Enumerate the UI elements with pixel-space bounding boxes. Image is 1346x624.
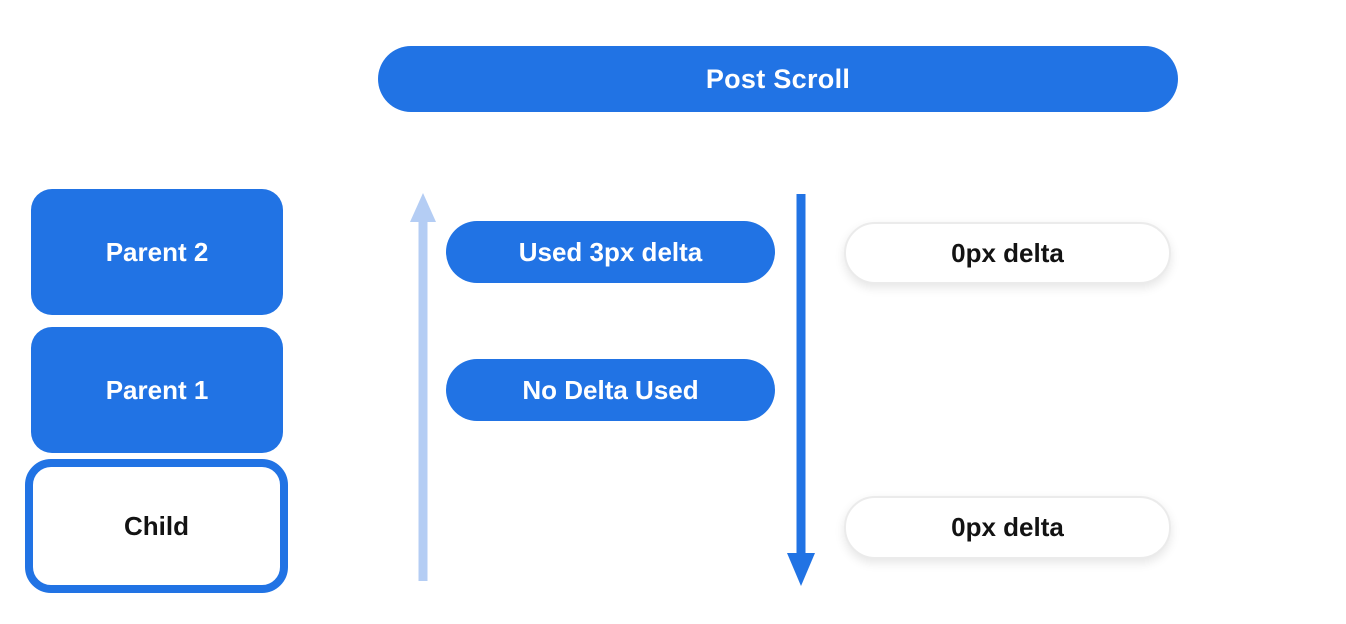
no-delta-used-label: No Delta Used — [522, 374, 699, 405]
up-arrow-shaft — [418, 220, 428, 581]
up-arrow-icon — [410, 193, 436, 581]
post-scroll-header-pill: Post Scroll — [378, 46, 1178, 112]
used-3px-delta-pill: Used 3px delta — [446, 221, 775, 283]
zero-delta-top-pill: 0px delta — [844, 222, 1171, 284]
down-arrow-shaft — [796, 194, 806, 557]
zero-delta-bottom-label: 0px delta — [951, 512, 1064, 542]
parent2-box: Parent 2 — [31, 189, 283, 315]
post-scroll-header-label: Post Scroll — [705, 63, 851, 94]
used-3px-delta-label: Used 3px delta — [518, 236, 703, 267]
child-box: Child — [25, 459, 288, 593]
down-arrow-head — [787, 553, 815, 586]
down-arrow-icon — [787, 194, 815, 586]
parent2-label: Parent 2 — [105, 236, 209, 267]
parent1-label: Parent 1 — [105, 374, 209, 405]
zero-delta-top-label: 0px delta — [951, 237, 1064, 268]
parent1-box: Parent 1 — [31, 327, 283, 453]
child-label: Child — [124, 510, 189, 541]
up-arrow-head — [410, 193, 436, 222]
no-delta-used-pill: No Delta Used — [446, 359, 775, 421]
zero-delta-bottom-pill: 0px delta — [844, 496, 1171, 559]
